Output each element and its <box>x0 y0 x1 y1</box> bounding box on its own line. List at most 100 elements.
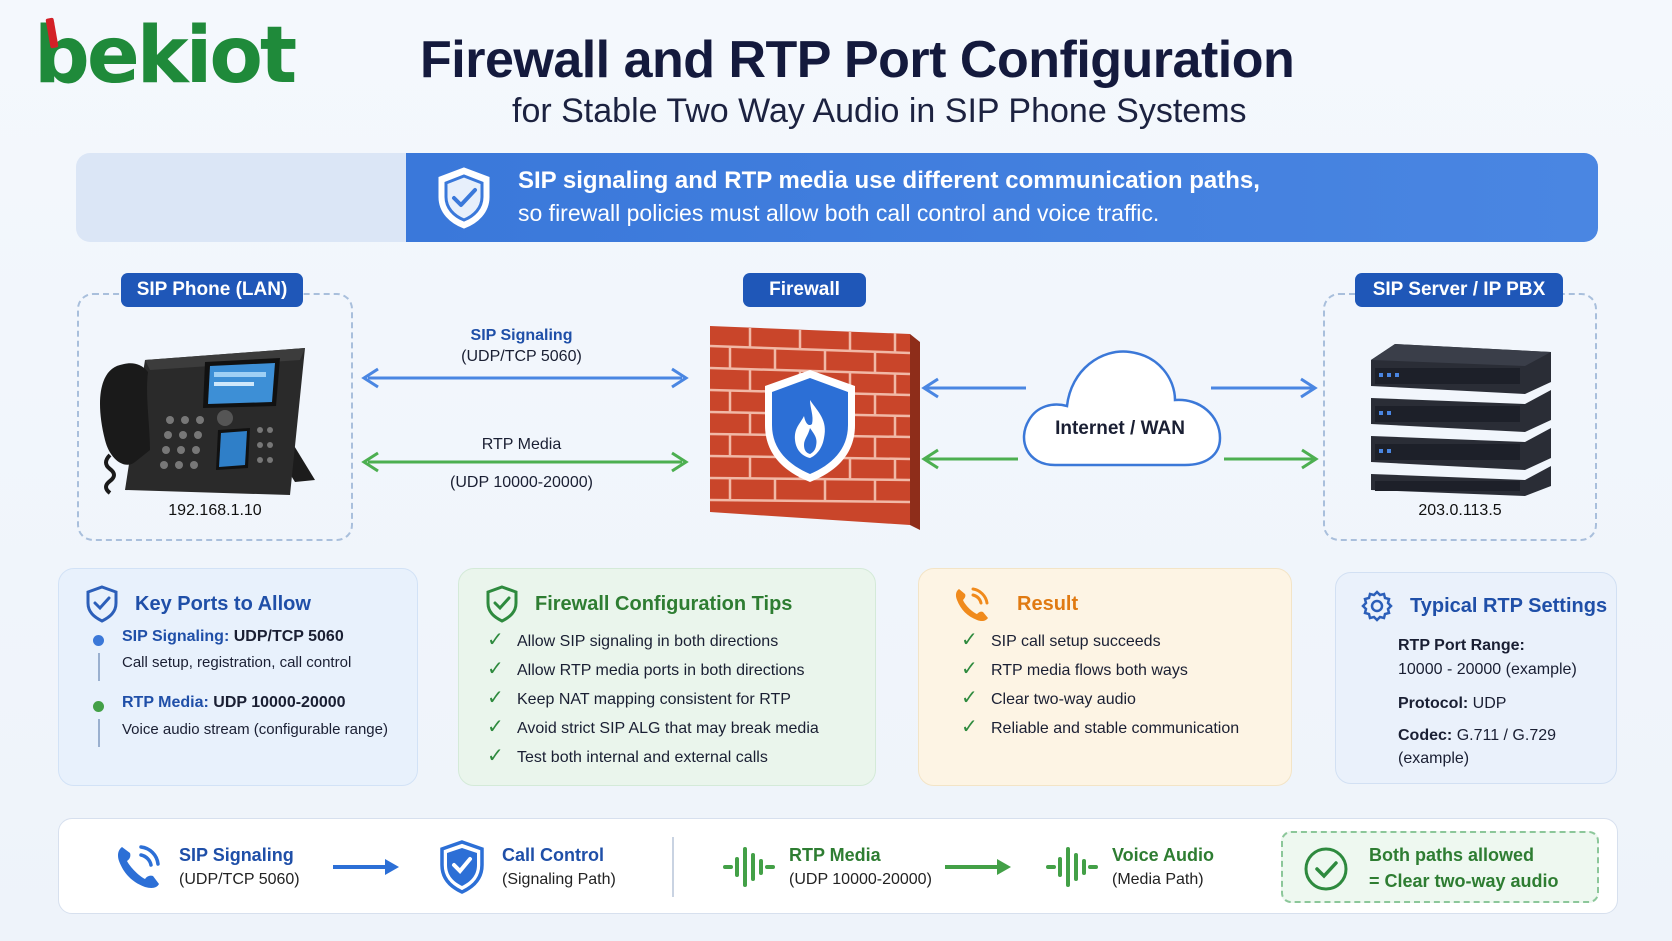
rtp-port-value: UDP 10000-20000 <box>213 694 346 711</box>
check-icon: ✓ <box>487 745 504 767</box>
wan-arrow-out-blue <box>1211 377 1318 399</box>
strip-rtp-title: RTP Media <box>789 845 881 865</box>
sip-server-ip: 203.0.113.5 <box>1418 502 1502 519</box>
rtp-port-range-label: RTP Port Range: <box>1398 637 1525 654</box>
info-banner: SIP signaling and RTP media use differen… <box>76 153 1598 242</box>
strip-result-box: Both paths allowed = Clear two-way audio <box>1281 831 1599 903</box>
sip-flow-title: SIP Signaling <box>470 327 573 344</box>
internet-cloud-icon <box>1022 350 1222 467</box>
tip-item: ✓Allow RTP media ports in both direction… <box>487 655 819 684</box>
rtp-flow-ports: (UDP 10000-20000) <box>450 474 593 491</box>
rtp-codec-label: Codec: <box>1398 727 1453 744</box>
sip-flow-label: SIP Signaling (UDP/TCP 5060) <box>400 327 643 366</box>
banner-line-2: so firewall policies must allow both cal… <box>518 200 1160 226</box>
firewall-tips-list: ✓Allow SIP signaling in both directions … <box>487 626 819 771</box>
sip-port-line: SIP Signaling: UDP/TCP 5060 <box>122 628 344 646</box>
check-icon: ✓ <box>487 658 504 680</box>
rtp-port-connector <box>98 719 100 747</box>
rtp-port-desc: Voice audio stream (configurable range) <box>122 721 388 738</box>
rtp-port-label: RTP Media: <box>122 694 209 711</box>
strip-sip-sub: (UDP/TCP 5060) <box>179 871 300 888</box>
strip-result-line-2: = Clear two-way audio <box>1369 871 1559 891</box>
result-item: ✓Clear two-way audio <box>961 684 1239 713</box>
sip-port-value: UDP/TCP 5060 <box>233 628 344 645</box>
rtp-settings-card: Typical RTP Settings RTP Port Range: 100… <box>1335 572 1617 784</box>
rtp-bidirectional-arrow <box>361 451 689 473</box>
summary-strip: SIP Signaling (UDP/TCP 5060) Call Contro… <box>58 818 1618 914</box>
strip-result-line-1: Both paths allowed <box>1369 845 1535 865</box>
banner-line-1: SIP signaling and RTP media use differen… <box>518 167 1260 194</box>
strip-call-control-sub: (Signaling Path) <box>502 871 616 888</box>
sip-bidirectional-arrow <box>361 367 689 389</box>
sip-port-connector <box>98 653 100 681</box>
check-icon: ✓ <box>961 687 978 709</box>
sip-flow-ports: (UDP/TCP 5060) <box>461 348 582 365</box>
firewall-tips-title: Firewall Configuration Tips <box>535 593 793 615</box>
gear-icon <box>1361 590 1393 622</box>
ip-phone-icon <box>100 348 315 495</box>
rtp-port-line: RTP Media: UDP 10000-20000 <box>122 694 346 712</box>
check-icon: ✓ <box>961 716 978 738</box>
sip-port-label: SIP Signaling: <box>122 628 230 645</box>
sip-port-desc: Call setup, registration, call control <box>122 654 352 671</box>
tip-item: ✓Avoid strict SIP ALG that may break med… <box>487 713 819 742</box>
phone-ringing-icon <box>955 587 989 622</box>
logo-text: bekiot <box>34 11 297 101</box>
rtp-codec-line: Codec: G.711 / G.729 <box>1398 727 1556 745</box>
wan-arrow-in-green <box>921 448 1018 470</box>
key-ports-card: Key Ports to Allow SIP Signaling: UDP/TC… <box>58 568 418 786</box>
internet-cloud-label: Internet / WAN <box>1055 418 1185 439</box>
audio-wave-icon <box>723 847 775 887</box>
strip-call-control-title: Call Control <box>502 845 604 865</box>
firewall-wall-icon <box>709 326 920 530</box>
key-ports-title: Key Ports to Allow <box>135 593 311 615</box>
sip-server-label: SIP Server / IP PBX <box>1355 273 1563 307</box>
firewall-label: Firewall <box>743 273 866 307</box>
brand-logo: bekiot <box>34 11 297 101</box>
rtp-protocol-label: Protocol: <box>1398 695 1469 712</box>
shield-check-icon <box>486 585 518 623</box>
rtp-protocol-value: UDP <box>1472 695 1507 712</box>
result-title: Result <box>1017 593 1079 615</box>
tip-item: ✓Keep NAT mapping consistent for RTP <box>487 684 819 713</box>
strip-sip-title: SIP Signaling <box>179 845 294 865</box>
result-card: Result ✓SIP call setup succeeds ✓RTP med… <box>918 568 1292 786</box>
banner-fill <box>406 153 1598 242</box>
result-item: ✓Reliable and stable communication <box>961 713 1239 742</box>
rtp-protocol-line: Protocol: UDP <box>1398 695 1506 713</box>
result-list: ✓SIP call setup succeeds ✓RTP media flow… <box>961 626 1239 742</box>
strip-voice-sub: (Media Path) <box>1112 871 1204 888</box>
rtp-codec-value: G.711 / G.729 <box>1456 727 1557 744</box>
check-icon: ✓ <box>961 629 978 651</box>
tip-item: ✓Allow SIP signaling in both directions <box>487 626 819 655</box>
sip-port-bullet <box>93 635 104 646</box>
check-icon: ✓ <box>487 687 504 709</box>
wan-arrow-in-blue <box>921 377 1026 399</box>
strip-arrow-blue <box>333 859 399 875</box>
rtp-codec-note: (example) <box>1398 750 1470 767</box>
sip-phone-label: SIP Phone (LAN) <box>121 273 303 307</box>
rtp-port-range-value: 10000 - 20000 (example) <box>1398 661 1577 678</box>
check-circle-icon <box>1304 847 1348 891</box>
page-subtitle: for Stable Two Way Audio in SIP Phone Sy… <box>512 92 1247 130</box>
firewall-tips-card: Firewall Configuration Tips ✓Allow SIP s… <box>458 568 876 786</box>
phone-ringing-icon <box>118 845 160 888</box>
strip-voice-title: Voice Audio <box>1112 845 1215 865</box>
audio-wave-icon <box>1046 847 1098 887</box>
strip-arrow-green <box>945 859 1011 875</box>
page-title: Firewall and RTP Port Configuration <box>420 31 1295 89</box>
rtp-settings-title: Typical RTP Settings <box>1410 595 1608 617</box>
check-icon: ✓ <box>487 629 504 651</box>
strip-divider <box>672 837 674 897</box>
shield-check-icon <box>86 585 118 623</box>
shield-check-icon <box>440 840 484 894</box>
strip-rtp-sub: (UDP 10000-20000) <box>789 871 932 888</box>
rtp-flow-title: RTP Media <box>481 436 562 453</box>
check-icon: ✓ <box>961 658 978 680</box>
sip-phone-ip: 192.168.1.10 <box>168 502 262 519</box>
tip-item: ✓Test both internal and external calls <box>487 742 819 771</box>
server-rack-icon <box>1371 344 1551 496</box>
wan-arrow-out-green <box>1224 448 1319 470</box>
result-item: ✓RTP media flows both ways <box>961 655 1239 684</box>
check-icon: ✓ <box>487 716 504 738</box>
